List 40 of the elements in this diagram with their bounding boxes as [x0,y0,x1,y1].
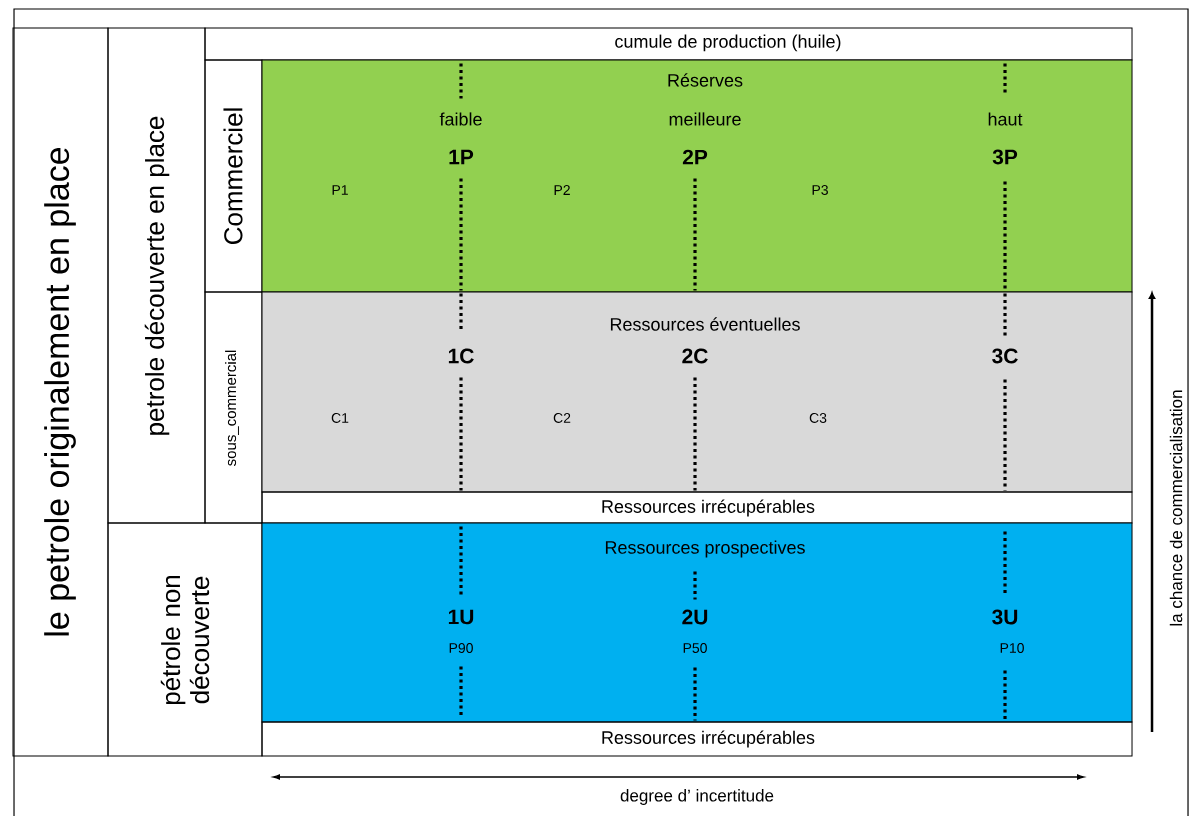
category-label: 2U [682,609,708,625]
axis-label: la chance de commercialisation [1169,390,1183,626]
category-label: 3C [992,348,1018,364]
row-label: petrole découverte en place [144,116,170,435]
category-label: P50 [683,643,707,653]
band-title: Ressources éventuelles [610,317,800,331]
band-label: Ressources irrécupérables [602,499,815,517]
category-label: 1U [448,609,474,625]
category-label: 1C [448,348,474,364]
unrecoverable-band [261,721,1133,757]
axis-label: degree d’ incertitude [620,789,774,805]
row-header-cell [12,27,109,757]
category-label: P10 [1000,643,1024,653]
category-label: haut [988,112,1023,126]
category-label: 2C [682,348,708,364]
category-label: 1P [449,149,474,165]
category-label: 3U [992,609,1018,625]
category-label: C3 [809,413,827,423]
row-label: pétrole non découverte [160,575,210,705]
row-label: Commerciel [223,108,243,244]
category-label: 2P [682,149,708,165]
category-label: C1 [331,413,349,423]
band-title: Ressources prospectives [605,540,805,558]
band-label: Ressources irrécupérables [602,730,815,748]
band-label: cumule de production (huile) [615,34,841,52]
category-label: P2 [554,185,570,195]
category-label: faible [439,112,482,126]
band-title: Réserves [668,73,743,87]
reserves-band [261,59,1133,293]
category-label: 3P [992,149,1018,165]
category-label: P3 [812,185,828,195]
row-label: le petrole originalement en place [44,147,76,636]
category-label: C2 [553,413,571,423]
prospective-band [261,522,1133,723]
category-label: P1 [332,185,348,195]
category-label: meilleure [669,112,741,126]
resources-band [261,291,1133,493]
category-label: P90 [449,643,473,653]
row-label: sous_commercial [225,350,239,466]
row-header-cell [107,27,206,524]
